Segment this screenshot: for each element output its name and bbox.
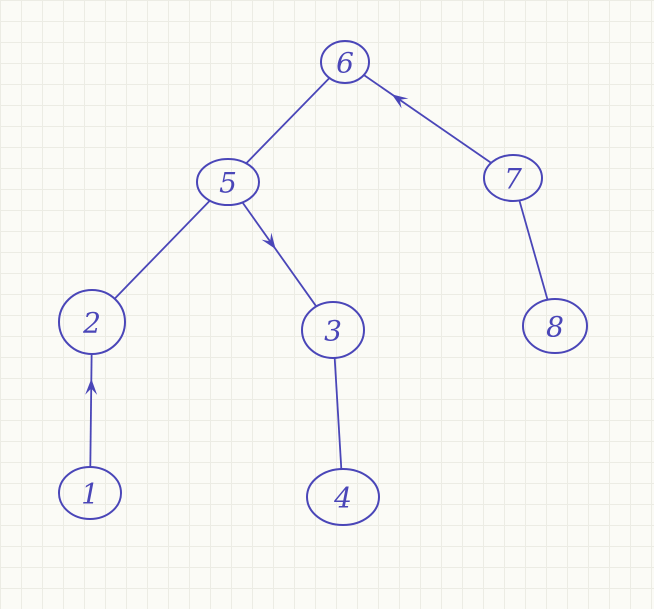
node-circle — [58, 466, 122, 520]
node-6: 6 — [320, 40, 370, 84]
edge-line — [241, 201, 318, 307]
edge-line — [518, 200, 549, 300]
node-circle — [522, 298, 588, 354]
edge-7-8 — [518, 200, 549, 300]
node-circle — [58, 289, 126, 355]
node-4: 4 — [306, 468, 380, 526]
node-circle — [483, 154, 543, 202]
node-label: 2 — [82, 307, 101, 340]
node-label: 6 — [336, 47, 354, 80]
edge-line — [363, 74, 492, 164]
node-circle — [320, 40, 370, 84]
arrowhead-icon — [85, 378, 98, 395]
node-2: 2 — [58, 289, 126, 355]
node-label: 1 — [81, 478, 99, 511]
node-circle — [196, 158, 260, 206]
node-circle — [301, 301, 365, 359]
edge-6-5 — [245, 77, 331, 164]
edge-line — [89, 353, 93, 468]
node-circle — [306, 468, 380, 526]
edge-3-4 — [333, 357, 343, 470]
edge-line — [333, 357, 343, 470]
edge-line — [113, 200, 211, 300]
node-8: 8 — [522, 298, 588, 354]
node-7: 7 — [483, 154, 543, 202]
edge-5-2 — [113, 200, 211, 300]
edge-line — [245, 77, 331, 164]
edge-7-6 — [363, 74, 492, 164]
node-5: 5 — [196, 158, 260, 206]
edge-5-3 — [241, 201, 318, 307]
node-label: 5 — [219, 167, 237, 200]
node-label: 4 — [333, 482, 352, 515]
node-3: 3 — [301, 301, 365, 359]
edge-1-2 — [85, 353, 98, 468]
node-label: 7 — [504, 163, 522, 196]
node-label: 3 — [324, 315, 342, 348]
node-label: 8 — [546, 311, 564, 344]
node-1: 1 — [58, 466, 122, 520]
arrowhead-icon — [261, 232, 276, 250]
arrowhead-icon — [391, 94, 409, 109]
